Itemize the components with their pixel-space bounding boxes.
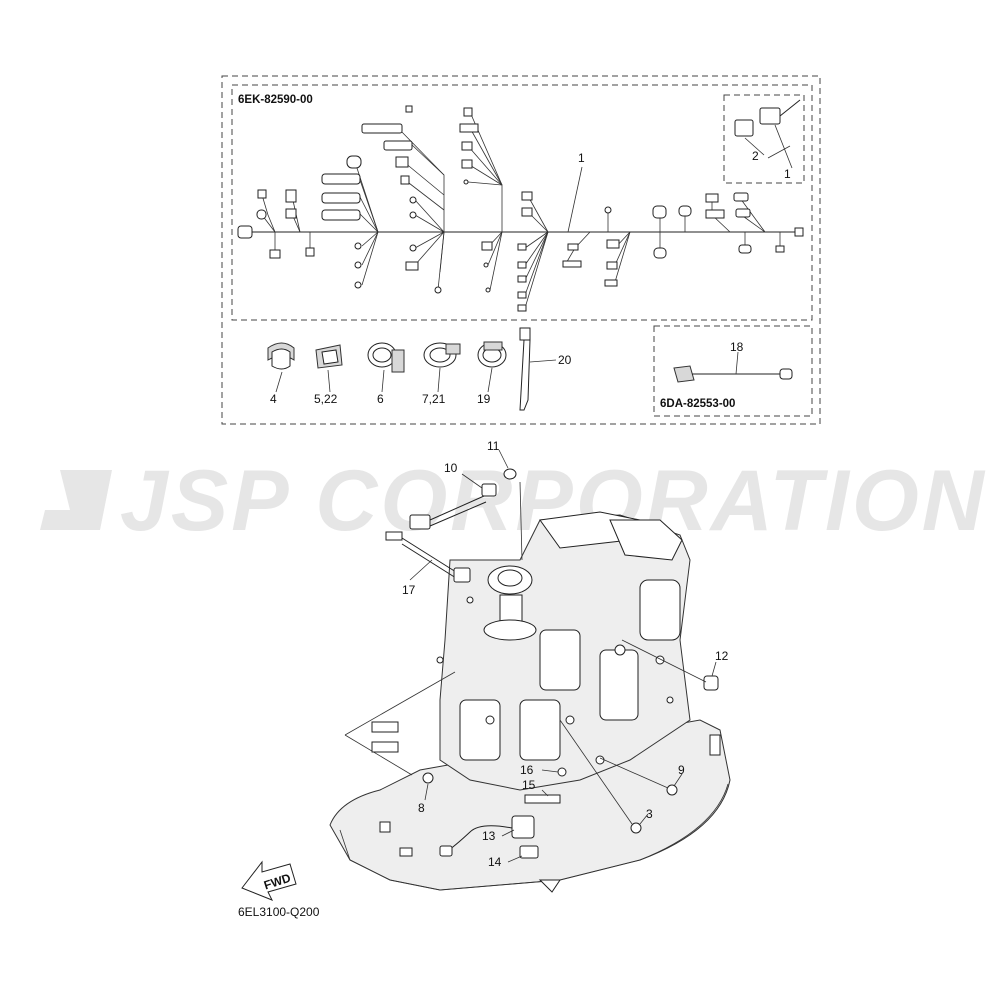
wire-harness — [237, 105, 804, 312]
callout-1: 1 — [578, 151, 585, 165]
callout-10: 10 — [444, 461, 458, 475]
clamp-row — [267, 327, 557, 411]
sensor-12 — [703, 675, 719, 691]
harness-13 — [439, 815, 535, 857]
callout-14: 14 — [488, 855, 502, 869]
callout-1-inset: 1 — [784, 167, 791, 181]
callout-3: 3 — [646, 807, 653, 821]
bolt-3 — [630, 822, 642, 834]
sensor-17 — [385, 531, 471, 583]
callout-20: 20 — [558, 353, 572, 367]
callout-5-22: 5,22 — [314, 392, 338, 406]
bracket-15 — [524, 794, 561, 804]
engine-block — [329, 511, 731, 893]
watermark: JSP CORPORATION — [40, 453, 984, 549]
callout-16: 16 — [520, 763, 534, 777]
sensor-10 — [409, 483, 497, 530]
callout-17: 17 — [402, 583, 416, 597]
callout-2: 2 — [752, 149, 759, 163]
connector-inset — [734, 99, 801, 169]
callout-18: 18 — [730, 340, 744, 354]
callout-8: 8 — [418, 801, 425, 815]
harness-kit-box — [221, 75, 821, 425]
main-harness-code: 6EK-82590-00 — [238, 94, 313, 106]
o-ring-11 — [503, 468, 517, 480]
screw-16 — [557, 767, 567, 777]
fwd-arrow-icon: FWD — [241, 860, 297, 901]
callout-15: 15 — [522, 778, 536, 792]
cover-14 — [519, 845, 539, 859]
callout-4: 4 — [270, 392, 277, 406]
sub-harness-code: 6DA-82553-00 — [660, 398, 735, 410]
callout-12: 12 — [715, 649, 729, 663]
callout-7-21: 7,21 — [422, 392, 446, 406]
diagram-code: 6EL3100-Q200 — [238, 905, 320, 919]
callout-6: 6 — [377, 392, 384, 406]
callout-19: 19 — [477, 392, 491, 406]
bolt-9 — [666, 784, 678, 796]
callout-13: 13 — [482, 829, 496, 843]
callout-9: 9 — [678, 763, 685, 777]
bracket-8 — [344, 671, 456, 784]
sub-harness-18 — [673, 351, 793, 383]
callout-11: 11 — [487, 439, 500, 453]
